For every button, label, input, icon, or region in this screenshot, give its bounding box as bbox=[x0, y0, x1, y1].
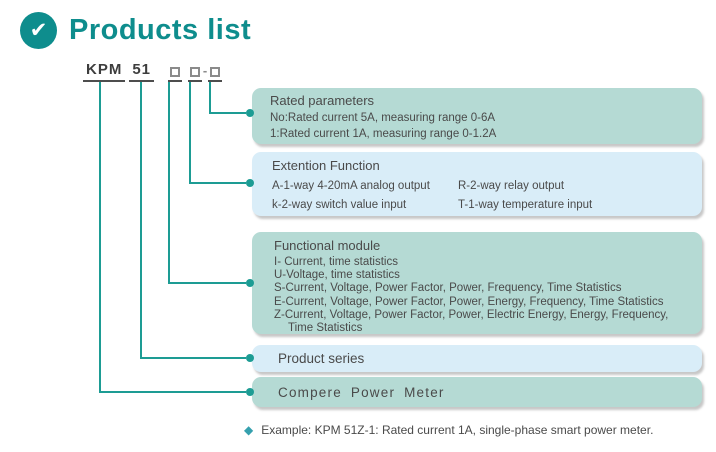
placeholder-square-icon bbox=[210, 67, 221, 77]
callout-extention-function: Extention Function A-1-way 4-20mA analog… bbox=[252, 152, 702, 216]
model-series-segment: 51 bbox=[129, 61, 155, 82]
example-row: ◆ Example: KPM 51Z-1: Rated current 1A, … bbox=[244, 423, 653, 437]
callout-title: Product series bbox=[278, 351, 365, 366]
check-icon: ✔ bbox=[20, 12, 57, 49]
connector-rated-line bbox=[209, 82, 246, 114]
placeholder-square-icon bbox=[190, 67, 201, 77]
model-dash: - bbox=[202, 63, 208, 78]
callout-functional-module: Functional module I- Current, time stati… bbox=[252, 232, 702, 334]
model-brand: KPM bbox=[86, 61, 123, 78]
connector-functional-line bbox=[168, 82, 246, 284]
model-series: 51 bbox=[132, 61, 152, 78]
extention-column-left: A-1-way 4-20mA analog output k-2-way swi… bbox=[272, 177, 458, 215]
callout-line: I- Current, time statistics bbox=[274, 256, 398, 268]
extention-columns: A-1-way 4-20mA analog output k-2-way swi… bbox=[272, 177, 702, 215]
model-code: KPM 51 - bbox=[83, 59, 223, 82]
callout-line: E-Current, Voltage, Power Factor, Power,… bbox=[274, 295, 664, 308]
callout-compere-power-meter: Compere Power Meter bbox=[252, 377, 702, 407]
callout-line: Time Statistics bbox=[288, 322, 363, 335]
callout-title: Extention Function bbox=[272, 158, 380, 173]
page-title: Products list bbox=[69, 14, 252, 46]
callout-line: S-Current, Voltage, Power Factor, Power,… bbox=[274, 282, 622, 295]
placeholder-square-icon bbox=[170, 67, 181, 77]
model-placeholder-rated-parameters bbox=[208, 67, 223, 82]
callout-line: 1:Rated current 1A, measuring range 0-1.… bbox=[270, 128, 497, 140]
callout-line: A-1-way 4-20mA analog output bbox=[272, 180, 430, 192]
callout-line: No:Rated current 5A, measuring range 0-6… bbox=[270, 112, 496, 124]
model-brand-segment: KPM bbox=[83, 61, 126, 82]
model-placeholder-functional-module bbox=[168, 67, 183, 82]
diamond-bullet-icon: ◆ bbox=[244, 423, 254, 437]
connector-extention-line bbox=[189, 82, 246, 184]
page-header: ✔ Products list bbox=[20, 12, 251, 49]
callout-title: Compere Power Meter bbox=[278, 384, 445, 400]
callout-line: k-2-way switch value input bbox=[272, 199, 407, 211]
example-text: Example: KPM 51Z-1: Rated current 1A, si… bbox=[261, 423, 654, 437]
check-glyph: ✔ bbox=[29, 19, 48, 42]
callout-title: Rated parameters bbox=[270, 93, 375, 108]
connector-series-line bbox=[140, 82, 246, 359]
callout-rated-parameters: Rated parameters No:Rated current 5A, me… bbox=[252, 88, 702, 144]
callout-title: Functional module bbox=[274, 238, 381, 253]
callout-product-series: Product series bbox=[252, 345, 702, 372]
model-placeholder-extention-function bbox=[188, 67, 203, 82]
connector-brand-line bbox=[99, 82, 246, 393]
callout-line: U-Voltage, time statistics bbox=[274, 269, 400, 282]
callout-line: Z-Current, Voltage, Power Factor, Power,… bbox=[274, 308, 669, 321]
extention-column-right: R-2-way relay output T-1-way temperature… bbox=[458, 177, 702, 215]
callout-line: T-1-way temperature input bbox=[458, 199, 593, 211]
callout-line: R-2-way relay output bbox=[458, 180, 565, 192]
